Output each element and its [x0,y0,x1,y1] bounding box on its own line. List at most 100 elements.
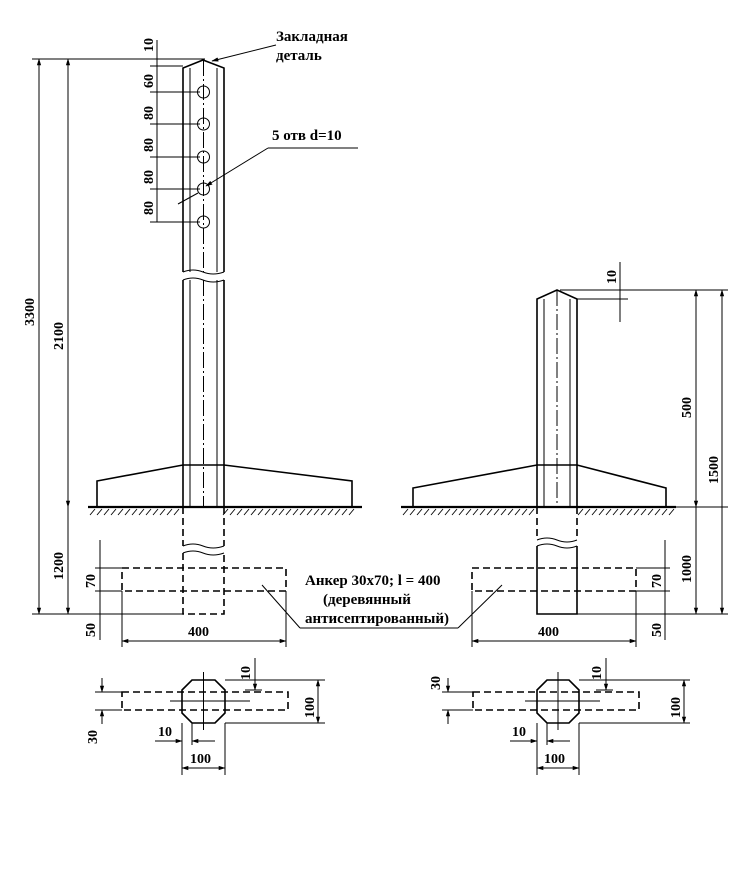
hatch-mark [166,508,173,516]
hatch-mark [500,508,507,516]
holes-label: 5 отв d=10 [272,128,342,144]
hatch-mark [96,508,103,516]
dim-1200: 1200 [52,552,67,580]
dim-400: 400 [188,625,209,640]
hatch-mark [334,508,341,516]
hatch-mark [472,508,479,516]
dim-100: 100 [190,752,211,767]
hatch-mark [507,508,514,516]
hatch-mark [173,508,180,516]
right-section: 10 100 30 10 100 [429,658,690,775]
hatch-mark [465,508,472,516]
hatch-mark [528,508,535,516]
dim-30: 30 [86,730,101,744]
hatch-mark [612,508,619,516]
dim-30: 30 [429,676,444,690]
hatch-mark [423,508,430,516]
hatch-mark [591,508,598,516]
hatch-mark [271,508,278,516]
dim-3300: 3300 [23,298,38,326]
dim-70: 70 [84,574,99,588]
hatch-mark [250,508,257,516]
dim-400: 400 [538,625,559,640]
dim-60: 60 [142,74,157,88]
embedded-part-label-2: деталь [276,48,322,64]
dim-10: 10 [239,666,254,680]
dim-100: 100 [544,752,565,767]
hatch-mark [493,508,500,516]
hatch-mark [222,508,229,516]
hatch-mark [131,508,138,516]
dim-10: 10 [590,666,605,680]
hatch-mark [145,508,152,516]
hatch-mark [521,508,528,516]
hatch-mark [264,508,271,516]
hatch-mark [640,508,647,516]
hatch-mark [661,508,668,516]
right-post [401,289,676,615]
dim-10: 10 [142,38,157,52]
dim-100: 100 [669,697,684,718]
dim-80: 80 [142,106,157,120]
hatch-mark [257,508,264,516]
hatch-mark [110,508,117,516]
dim-100: 100 [303,697,318,718]
hatch-mark [159,508,166,516]
callouts: Закладная деталь 5 отв d=10 Анкер 30х70;… [177,29,503,629]
hatch-mark [320,508,327,516]
hatch-mark [514,508,521,516]
dim-500: 500 [680,397,695,418]
dim-10: 10 [158,725,172,740]
dim-10: 10 [512,725,526,740]
hatch-mark [668,508,675,516]
hatch-mark [416,508,423,516]
hatch-mark [654,508,661,516]
hatch-mark [278,508,285,516]
hatch-mark [285,508,292,516]
hatch-mark [341,508,348,516]
hatch-mark [229,508,236,516]
hatch-mark [584,508,591,516]
dim-2100: 2100 [52,322,67,350]
left-section: 10 100 30 10 100 [86,658,325,775]
ground-hatching [89,508,675,516]
dim-1000: 1000 [680,555,695,583]
dim-70: 70 [650,574,665,588]
hatch-mark [348,508,355,516]
hatch-mark [626,508,633,516]
hatch-mark [409,508,416,516]
hatch-mark [430,508,437,516]
dim-1500: 1500 [707,456,722,484]
hatch-mark [402,508,409,516]
hatch-mark [605,508,612,516]
hatch-mark [243,508,250,516]
left-post [88,59,362,615]
hatch-mark [299,508,306,516]
hatch-mark [633,508,640,516]
hatch-mark [152,508,159,516]
hatch-mark [103,508,110,516]
anchor-label: Анкер 30х70; l = 400 [305,573,440,589]
hatch-mark [598,508,605,516]
dim-50: 50 [84,623,99,637]
hatch-mark [124,508,131,516]
hatch-mark [236,508,243,516]
hatch-mark [577,508,584,516]
hatch-mark [619,508,626,516]
dim-50: 50 [650,623,665,637]
hatch-mark [458,508,465,516]
right-dimensions: 10 500 1500 1000 70 50 400 [471,262,728,647]
anchor-label-3: антисептированный) [305,611,449,627]
hatch-mark [138,508,145,516]
dim-10: 10 [605,270,620,284]
hatch-mark [117,508,124,516]
hatch-mark [306,508,313,516]
hatch-mark [89,508,96,516]
dim-80: 80 [142,138,157,152]
hatch-mark [327,508,334,516]
anchor-label-2: (деревянный [323,592,411,608]
hatch-mark [444,508,451,516]
hatch-mark [486,508,493,516]
dim-80: 80 [142,201,157,215]
